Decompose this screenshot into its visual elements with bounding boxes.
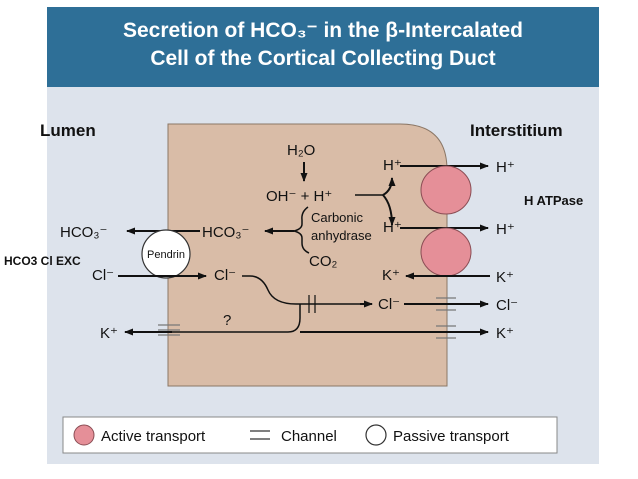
carbonic-label: Carbonic bbox=[311, 210, 364, 225]
h-down-arrow bbox=[382, 194, 396, 226]
interstitium-h1-label: H⁺ bbox=[496, 159, 515, 176]
interstitium-h2-label: H⁺ bbox=[496, 221, 515, 238]
title-line-2: Cell of the Cortical Collecting Duct bbox=[150, 47, 496, 70]
cl-inside-label: Cl⁻ bbox=[214, 267, 236, 284]
lumen-k-label: K⁺ bbox=[100, 325, 118, 342]
legend-channel-label: Channel bbox=[281, 428, 337, 445]
lumen-hco3-label: HCO₃⁻ bbox=[60, 224, 107, 241]
interstitium-k1-label: K⁺ bbox=[496, 269, 514, 286]
h-pump2-inside-label: H⁺ bbox=[383, 219, 402, 236]
cell-body bbox=[167, 123, 448, 387]
legend-passive-label: Passive transport bbox=[393, 428, 510, 445]
pendrin-exchanger bbox=[141, 229, 191, 279]
page-title: Secretion of HCO₃⁻ in the β-Intercalated… bbox=[47, 17, 599, 73]
interstitium-cl-label: Cl⁻ bbox=[496, 297, 518, 314]
anhydrase-label: anhydrase bbox=[311, 228, 372, 243]
interstitium-k2-label: K⁺ bbox=[496, 325, 514, 342]
h-atpase-pump-1 bbox=[420, 165, 472, 215]
water-label: H₂O bbox=[287, 142, 315, 159]
pendrin-label: Pendrin bbox=[147, 249, 185, 261]
k-inside-label: K⁺ bbox=[382, 267, 400, 284]
cl-channel-inside-label: Cl⁻ bbox=[378, 296, 400, 313]
k-path-line bbox=[170, 304, 301, 333]
h-pump1-inside-label: H⁺ bbox=[383, 157, 402, 174]
oh-h-label: OH⁻ + H⁺ bbox=[266, 188, 332, 205]
legend-active-label: Active transport bbox=[101, 428, 206, 445]
legend-passive-swatch bbox=[365, 424, 387, 446]
h-up-arrow bbox=[382, 177, 396, 196]
interstitium-label: Interstitium bbox=[470, 121, 563, 140]
lumen-label: Lumen bbox=[40, 121, 96, 140]
title-banner bbox=[47, 7, 599, 87]
exchanger-annotation: HCO3 Cl EXC bbox=[4, 254, 81, 268]
h-atpase-annotation: H ATPase bbox=[524, 193, 583, 208]
co2-label: CO₂ bbox=[309, 253, 338, 270]
title-line-1: Secretion of HCO₃⁻ in the β-Intercalated bbox=[122, 19, 523, 42]
question-label: ? bbox=[223, 312, 231, 329]
cl-path-line bbox=[242, 275, 360, 305]
legend-box bbox=[62, 416, 558, 454]
hco3-inside-label: HCO₃⁻ bbox=[202, 224, 249, 241]
lumen-cl-label: Cl⁻ bbox=[92, 267, 114, 284]
h-atpase-pump-2 bbox=[420, 227, 472, 277]
legend-active-swatch bbox=[73, 424, 95, 446]
